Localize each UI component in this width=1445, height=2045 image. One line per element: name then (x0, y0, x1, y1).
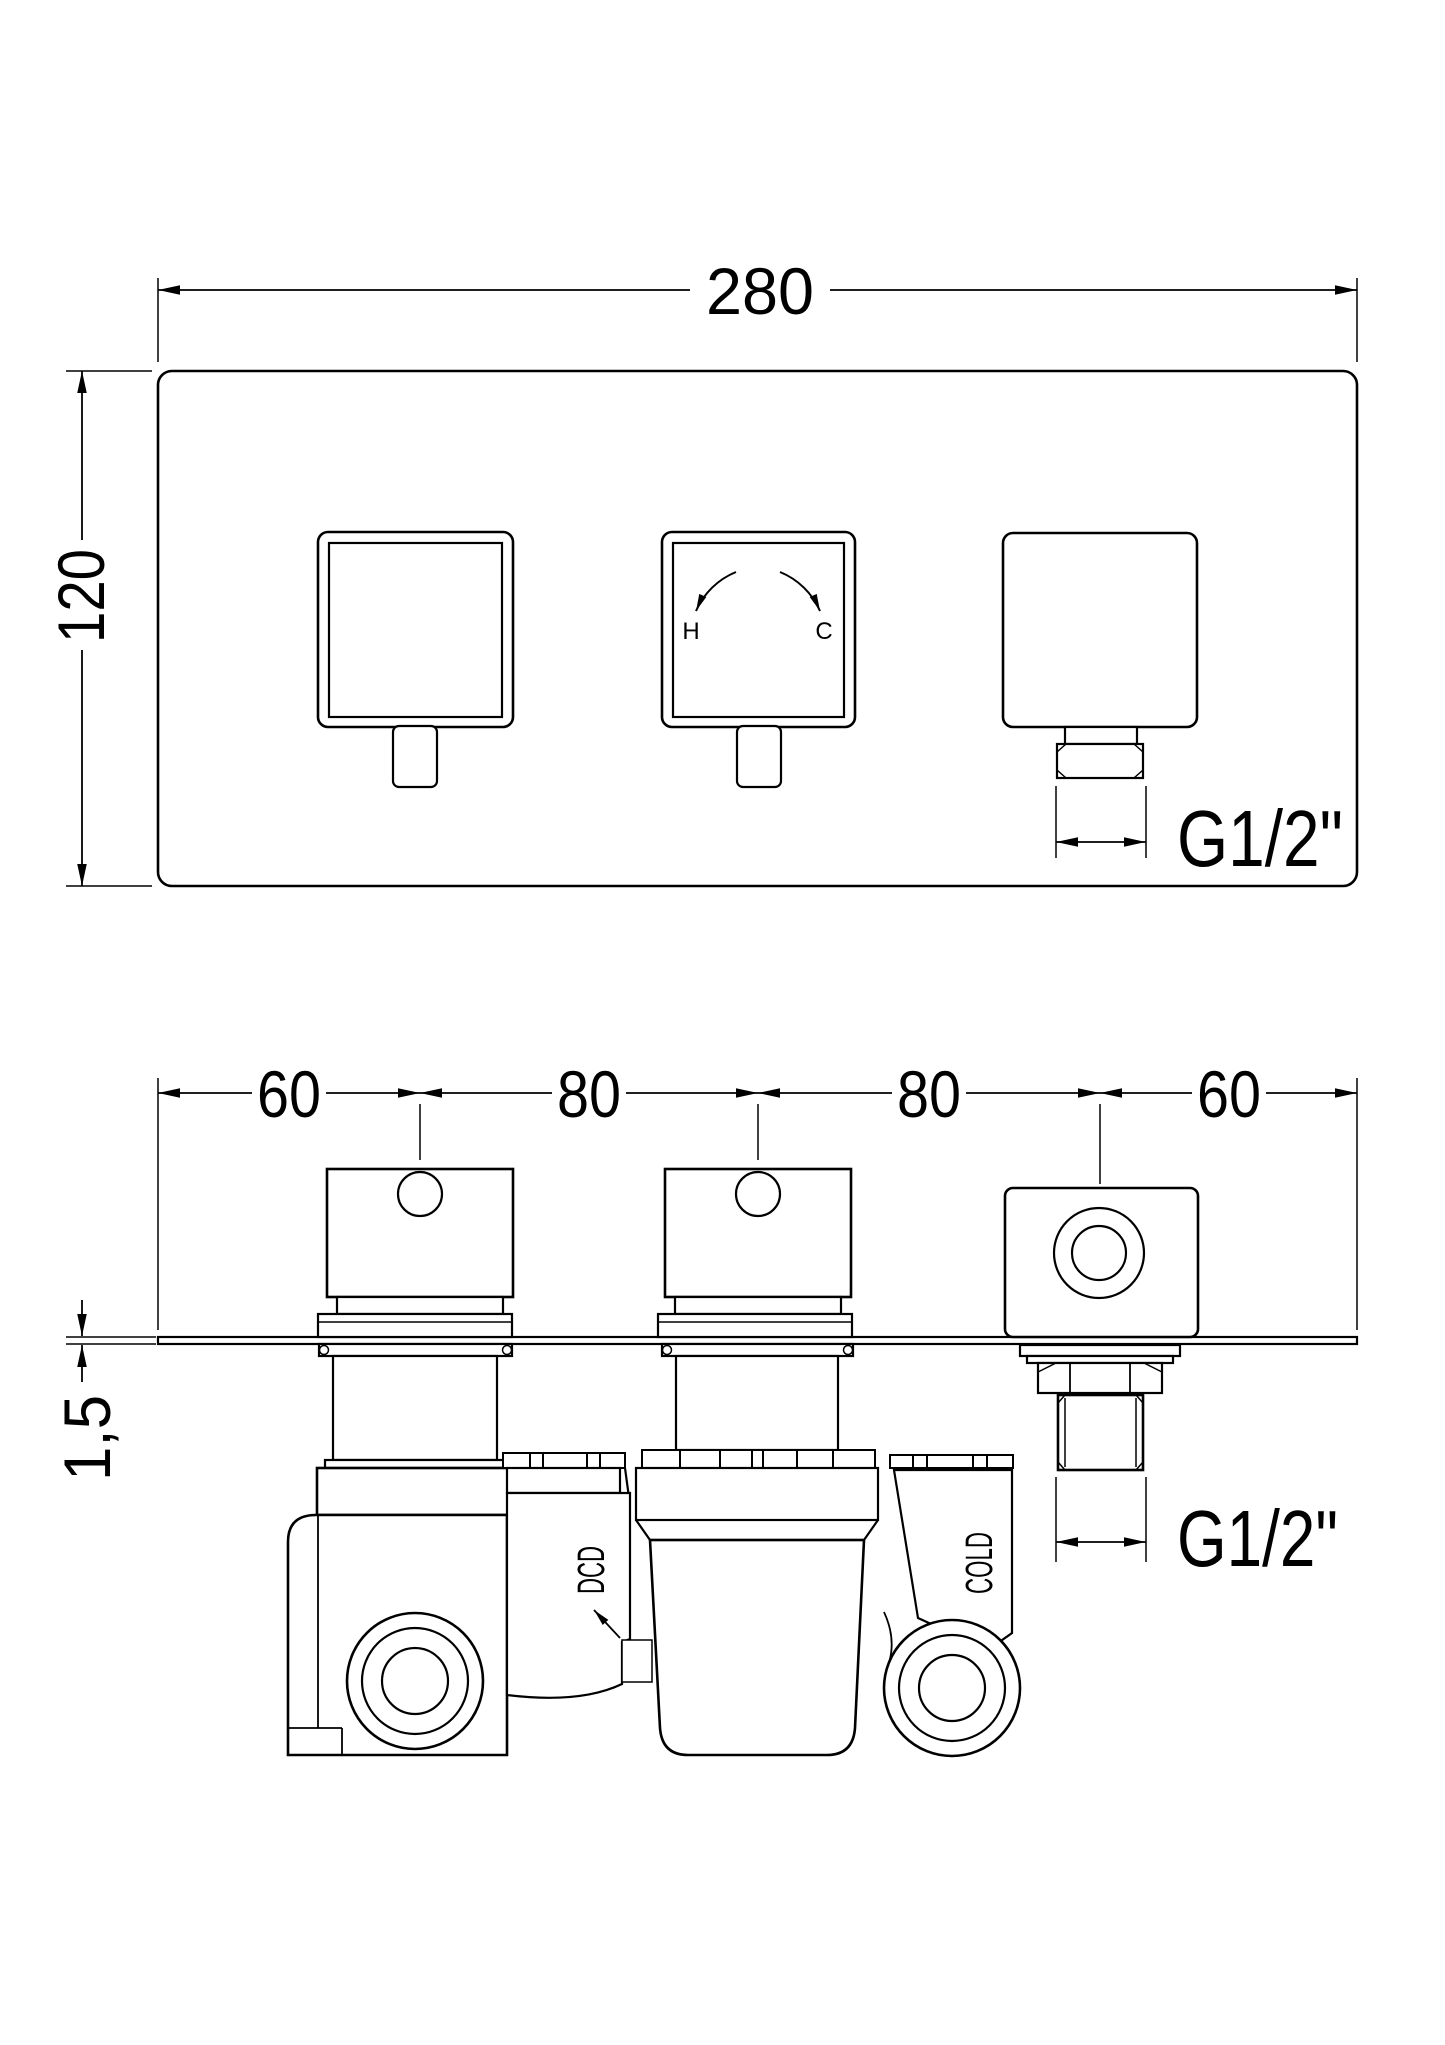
port-outer (345, 1611, 485, 1751)
port-circle-right (882, 1618, 1022, 1758)
handle-inner (327, 541, 504, 719)
label-hot: H (682, 618, 699, 645)
outlet-neck (1063, 725, 1139, 746)
handle-stem (391, 724, 439, 789)
collar (656, 1312, 854, 1339)
column (331, 1354, 499, 1462)
dim-plate-thickness: 1,5 (50, 1300, 156, 1481)
dcd-port-panel: DCD (505, 1466, 653, 1699)
front-view: 280 120 H C (44, 254, 1359, 888)
knob-screw (734, 1170, 782, 1218)
label-dcd: DCD (571, 1546, 613, 1594)
dim-plate-thickness-label: 1,5 (50, 1395, 124, 1481)
thread-chamfer (1135, 1461, 1144, 1471)
outlet-bore-outer (1052, 1206, 1146, 1300)
chamfer (1056, 769, 1067, 779)
handle-outer (316, 530, 515, 729)
outlet-front: G1/2" (1001, 531, 1343, 883)
nut-chamfer (1037, 1362, 1057, 1373)
thread-chamfer (1135, 1394, 1144, 1404)
port-inner (917, 1653, 987, 1723)
washer-screw (661, 1344, 673, 1356)
handle-stem (735, 724, 783, 789)
dim-height: 120 (44, 370, 152, 887)
dim-width: 280 (157, 254, 1358, 362)
neck (673, 1295, 843, 1316)
temperature-handle-side (656, 1167, 855, 1452)
dim-height-label: 120 (44, 549, 118, 643)
outlet-thread (1055, 742, 1145, 780)
port-inner (380, 1646, 450, 1716)
label-mask (50, 540, 112, 650)
label-cold: C (815, 618, 832, 645)
valve-block (315, 1466, 510, 1517)
outlet-thread-stub (1056, 1393, 1145, 1472)
outlet-square (1001, 531, 1199, 729)
cartridge-ring (502, 1449, 1014, 1469)
label-mask (892, 1058, 966, 1124)
outlet-hex-nut (1036, 1361, 1164, 1395)
dim-spacing-label-4: 60 (1197, 1057, 1261, 1131)
hot-rotation-arrow (695, 571, 737, 612)
neck (335, 1295, 505, 1316)
washer-screw (501, 1344, 513, 1356)
knob (663, 1167, 853, 1299)
dim-spacing-label-3: 80 (897, 1057, 961, 1131)
cup-collar (634, 1466, 880, 1522)
flow-handle-front (316, 530, 515, 789)
chamfer (1133, 743, 1144, 753)
label-mask (552, 1058, 626, 1124)
panel-step (621, 1639, 653, 1683)
port-mid (360, 1626, 470, 1736)
label-mask (252, 1058, 326, 1124)
chamfer (1056, 743, 1067, 753)
thread-chamfer (1057, 1461, 1066, 1471)
outlet-side: G1/2" (1003, 1186, 1338, 1583)
outlet-bore-inner (1070, 1224, 1128, 1282)
backplate-washer (660, 1342, 855, 1358)
cup-slant (863, 1519, 879, 1541)
dim-width-label: 280 (706, 254, 814, 328)
port-outer (882, 1618, 1022, 1758)
ring-left (502, 1452, 626, 1469)
temperature-handle-front: H C (660, 530, 857, 789)
dim-outlet-thread-label-front: G1/2" (1177, 794, 1343, 883)
valve-body: DCD COLD (286, 1449, 1022, 1758)
knob-screw (396, 1170, 444, 1218)
washer-screw (318, 1344, 330, 1356)
handle-inner (671, 541, 846, 719)
nut-chamfer (1143, 1362, 1163, 1373)
label-cold-port: COLD (959, 1532, 1001, 1594)
collar (316, 1312, 514, 1339)
side-view: 60 80 80 60 1,5 (50, 1057, 1359, 1758)
outlet-flange (1018, 1343, 1182, 1358)
flow-handle-side (315, 1167, 515, 1517)
ring-center (641, 1449, 876, 1469)
cold-rotation-arrow (779, 571, 821, 612)
cup-slant (635, 1519, 651, 1541)
chamfer (1133, 769, 1144, 779)
label-mask (1192, 1058, 1266, 1124)
shoulder-block (505, 1466, 622, 1495)
port-mid (897, 1633, 1007, 1743)
dim-spacing-label-1: 60 (257, 1057, 321, 1131)
ring-right (889, 1454, 1014, 1469)
dim-spacing-row: 60 80 80 60 (157, 1057, 1358, 1330)
dim-outlet-thread-label-side: G1/2" (1177, 1494, 1338, 1583)
dcd-leader-arrow (593, 1609, 621, 1639)
backplate-washer (317, 1342, 514, 1358)
column (674, 1354, 840, 1452)
washer-screw (842, 1344, 854, 1356)
dim-spacing-label-2: 80 (557, 1057, 621, 1131)
cup-body (648, 1538, 866, 1757)
label-mask (690, 256, 830, 324)
thread-chamfer (1057, 1394, 1066, 1404)
panel (505, 1491, 632, 1699)
cartridge-cup (634, 1466, 880, 1757)
port-circle-left (345, 1611, 485, 1751)
